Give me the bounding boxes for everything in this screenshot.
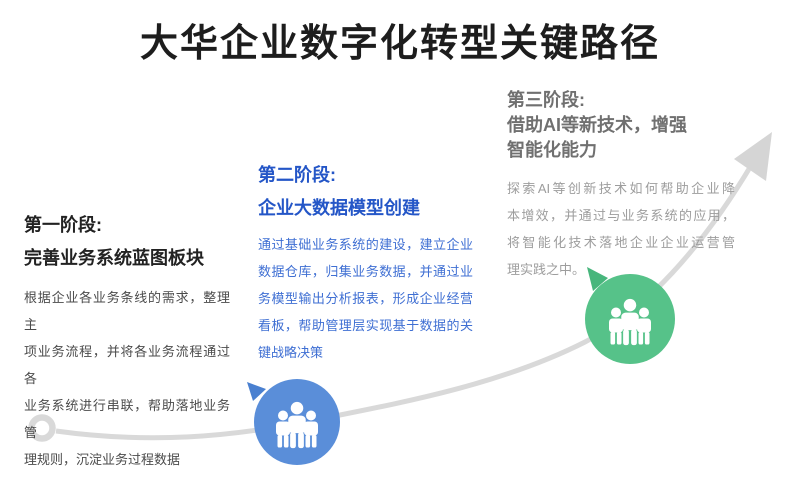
stage-3-heading-line: 借助AI等新技术，增强: [507, 115, 687, 135]
stage-2-description: 通过基础业务系统的建设，建立企业 数据仓库，归集业务数据，并通过业 务模型输出分…: [258, 231, 473, 366]
stage-1-heading-line: 完善业务系统蓝图板块: [24, 248, 204, 268]
arrowhead-icon: [734, 132, 772, 181]
body-line: 理规则，沉淀业务过程数据: [24, 452, 181, 467]
journey-curve: [55, 162, 755, 441]
green-pointer-tip-icon: [587, 267, 608, 291]
stage-1-heading-line: 第一阶段:: [24, 215, 102, 235]
stage-3-heading-line: 第三阶段:: [507, 90, 585, 110]
stage-3-block: 第三阶段: 借助AI等新技术，增强 智能化能力 探索AI等创新技术如何帮助企业降…: [507, 88, 735, 283]
stage-2-heading-line: 企业大数据模型创建: [258, 198, 420, 218]
body-line: 业务系统进行串联，帮助落地业务管: [24, 398, 230, 440]
start-ring-icon: [28, 414, 56, 442]
body-line: 将智能化技术落地企业企业运营管: [507, 235, 735, 250]
stage-2-block: 第二阶段: 企业大数据模型创建 通过基础业务系统的建设，建立企业 数据仓库，归集…: [258, 159, 473, 366]
body-line: 根据企业各业务条线的需求，整理主: [24, 290, 230, 332]
stage-1-description: 根据企业各业务条线的需求，整理主 项业务流程，并将各业务流程通过各 业务系统进行…: [24, 284, 230, 473]
body-line: 项业务流程，并将各业务流程通过各: [24, 344, 230, 386]
stage-3-heading-line: 智能化能力: [507, 140, 597, 160]
blue-pointer-tip-icon: [247, 382, 266, 401]
page-title: 大华企业数字化转型关键路径: [139, 23, 660, 65]
stage-2-heading-line: 第二阶段:: [258, 165, 336, 185]
body-line: 理实践之中。: [507, 262, 586, 277]
body-line: 数据仓库，归集业务数据，并通过业: [258, 264, 473, 279]
stage-2-heading: 第二阶段: 企业大数据模型创建: [258, 159, 473, 225]
body-line: 键战略决策: [258, 345, 324, 360]
body-line: 探索AI等创新技术如何帮助企业降: [507, 181, 735, 196]
body-line: 通过基础业务系统的建设，建立企业: [258, 237, 473, 252]
body-line: 本增效，并通过与业务系统的应用，: [507, 208, 735, 223]
body-line: 务模型输出分析报表，形成企业经营: [258, 291, 473, 306]
stage-1-block: 第一阶段: 完善业务系统蓝图板块 根据企业各业务条线的需求，整理主 项业务流程，…: [24, 209, 230, 473]
stage-1-heading: 第一阶段: 完善业务系统蓝图板块: [24, 209, 230, 275]
body-line: 看板，帮助管理层实现基于数据的关: [258, 318, 473, 333]
stage-3-heading: 第三阶段: 借助AI等新技术，增强 智能化能力: [507, 88, 735, 163]
stage-3-description: 探索AI等创新技术如何帮助企业降 本增效，并通过与业务系统的应用， 将智能化技术…: [507, 175, 735, 283]
